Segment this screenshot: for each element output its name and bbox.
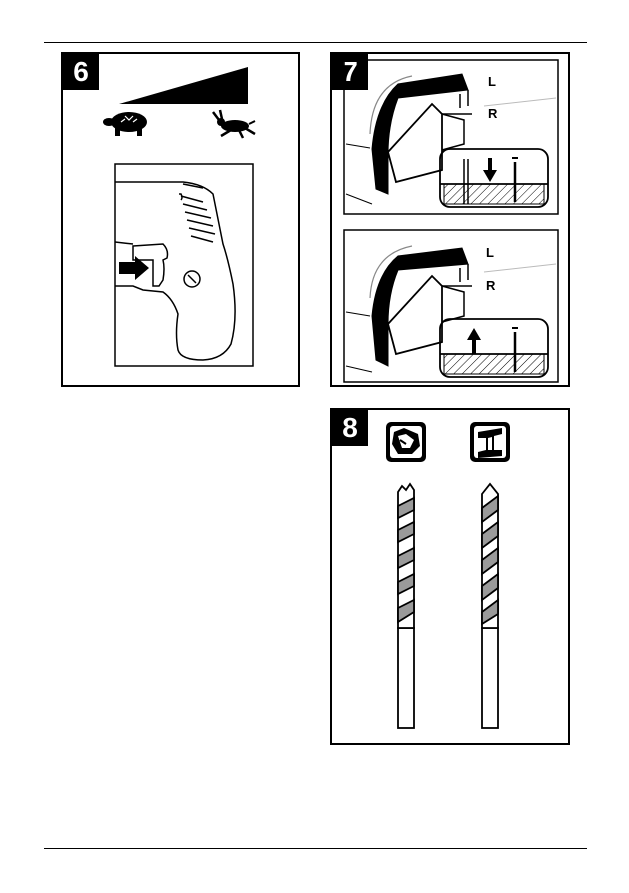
- figure-6-panel: 6: [61, 52, 300, 387]
- direction-label-lower-l: L: [486, 245, 494, 260]
- figure-7-panel: 7: [330, 52, 570, 387]
- hare-icon: [213, 110, 255, 138]
- arrow-down-icon: [483, 158, 497, 182]
- direction-label-upper-r: R: [488, 106, 497, 121]
- drilling-inset-lower: [440, 319, 548, 377]
- figure-7-drawing: [332, 54, 572, 389]
- metal-drill-bit: [482, 484, 498, 728]
- bottom-rule: [44, 848, 587, 849]
- stone-icon: [386, 422, 426, 462]
- drilling-inset-upper: [440, 149, 548, 207]
- arrow-up-icon: [467, 328, 481, 354]
- direction-label-lower-r: R: [486, 278, 495, 293]
- figure-6-drawing: [63, 54, 302, 389]
- figure-8-panel: 8: [330, 408, 570, 745]
- direction-label-upper-l: L: [488, 74, 496, 89]
- metal-beam-icon: [470, 422, 510, 462]
- tortoise-icon: [103, 112, 147, 136]
- top-rule: [44, 42, 587, 43]
- stone-drill-bit: [398, 484, 414, 728]
- figure-8-drawing: [332, 410, 572, 747]
- speed-wedge: [119, 67, 248, 104]
